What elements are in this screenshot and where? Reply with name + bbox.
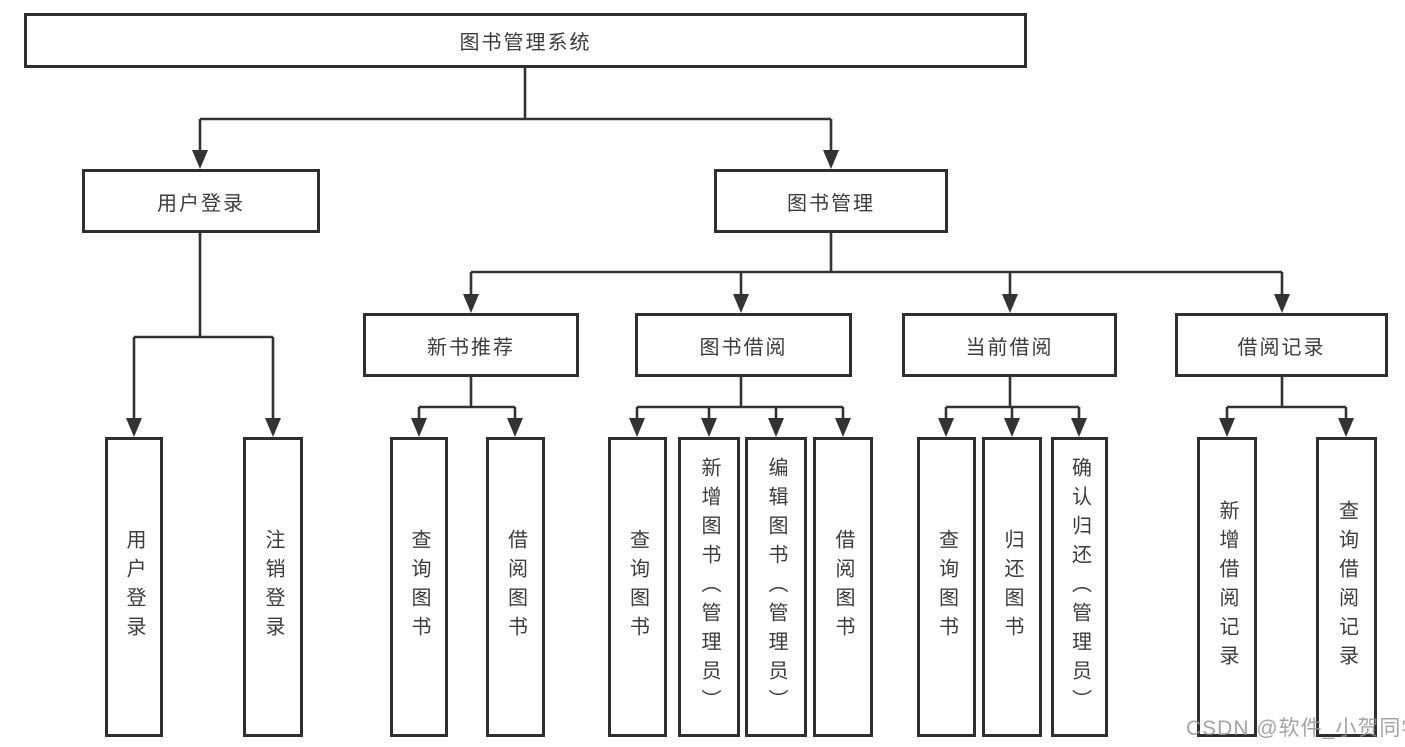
- node-borrow-records: 借阅记录: [1175, 313, 1388, 377]
- connector-borrow-records-to-leaves: [1219, 377, 1354, 437]
- leaf-add-borrow-record: 新增借阅记录: [1197, 437, 1257, 737]
- csdn-watermark: CSDN @软件_小贺同学: [1186, 717, 1405, 740]
- node-label: 归还图书: [1001, 529, 1023, 645]
- leaf-return-books: 归还图书: [982, 437, 1042, 737]
- node-label: 图书借阅: [699, 336, 788, 359]
- node-label: 当前借阅: [965, 336, 1054, 359]
- leaf-user-login: 用户登录: [105, 437, 163, 737]
- node-label: 借阅图书: [832, 529, 854, 645]
- connector-new-book-recommend-to-leaves: [411, 377, 523, 437]
- node-label: 图书管理: [787, 192, 875, 215]
- node-label: 借阅图书: [504, 529, 527, 645]
- node-label: 编辑图书（管理员）: [765, 456, 787, 718]
- node-label: 查询图书: [626, 529, 649, 645]
- node-label: 借阅记录: [1237, 336, 1326, 359]
- node-label: 新增图书（管理员）: [698, 456, 720, 718]
- leaf-borrow-books-recommend: 借阅图书: [486, 437, 545, 737]
- node-user-login: 用户登录: [82, 169, 320, 233]
- leaf-edit-books-admin: 编辑图书（管理员）: [745, 437, 807, 737]
- node-label: 用户登录: [123, 529, 145, 645]
- leaf-query-books-current: 查询图书: [917, 437, 976, 737]
- node-book-borrow: 图书借阅: [635, 313, 852, 377]
- node-label: 确认归还（管理员）: [1068, 456, 1091, 718]
- leaf-query-books-borrow: 查询图书: [608, 437, 667, 737]
- node-label: 图书管理系统: [459, 32, 592, 54]
- connector-root-to-level2: [192, 68, 839, 169]
- node-label: 查询图书: [408, 529, 430, 645]
- node-label: 查询借阅记录: [1335, 500, 1358, 674]
- leaf-borrow-books: 借阅图书: [813, 437, 873, 737]
- node-library-management-system: 图书管理系统: [24, 13, 1027, 68]
- leaf-logout: 注销登录: [243, 437, 303, 737]
- node-label: 注销登录: [262, 529, 284, 645]
- leaf-query-borrow-record: 查询借阅记录: [1316, 437, 1377, 737]
- node-label: 查询图书: [935, 529, 958, 645]
- node-book-management: 图书管理: [714, 169, 948, 233]
- node-label: 新增借阅记录: [1216, 500, 1238, 674]
- node-label: 新书推荐: [427, 336, 515, 359]
- node-current-borrow: 当前借阅: [902, 313, 1117, 377]
- node-label: 用户登录: [157, 192, 245, 215]
- node-new-book-recommend: 新书推荐: [363, 313, 579, 377]
- leaf-add-books-admin: 新增图书（管理员）: [678, 437, 740, 737]
- connector-book-management-to-level3: [463, 233, 1290, 313]
- leaf-query-books-recommend: 查询图书: [390, 437, 448, 737]
- leaf-confirm-return-admin: 确认归还（管理员）: [1051, 437, 1108, 737]
- connector-user-login-to-leaves: [126, 233, 281, 437]
- connector-current-borrow-to-leaves: [938, 377, 1087, 437]
- connector-book-borrow-to-leaves: [629, 377, 851, 437]
